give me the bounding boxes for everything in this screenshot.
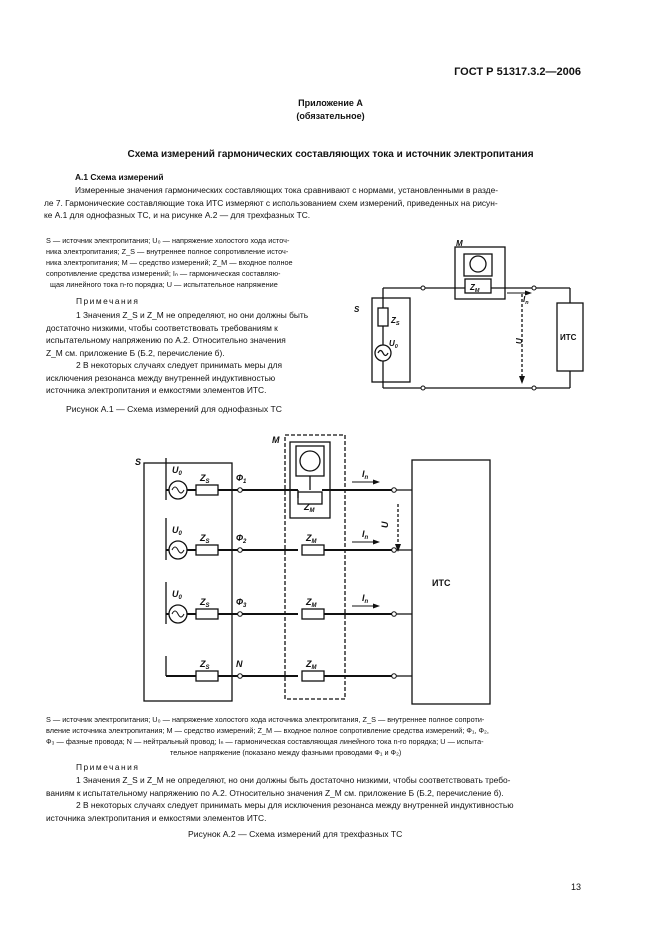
fig1-label-u: U (515, 338, 524, 344)
fig2-label-phase: N (236, 659, 243, 669)
appendix-heading: Схема измерений гармонических составляющ… (127, 149, 534, 160)
fig2-label-in: In (362, 469, 369, 481)
fig1-legend: S — источник электропитания; U₀ — напряж… (46, 236, 293, 289)
fig2-terminal (237, 673, 243, 679)
fig2-terminal (391, 673, 397, 679)
fig2-notes: 1 Значения Z_S и Z_M не определяют, но о… (46, 775, 514, 823)
fig2-label-phase: Ф3 (236, 597, 247, 609)
fig2-label-u0: U0 (172, 525, 183, 537)
fig2-caption: Рисунок А.2 — Схема измерений для трехфа… (188, 829, 403, 839)
fig2-zs-resistor (195, 484, 219, 496)
fig1-label-u0: U0 (389, 339, 398, 350)
fig1-notes: 1 Значения Z_S и Z_M не определяют, но о… (46, 310, 309, 395)
fig2-terminal (391, 547, 397, 553)
intro-paragraph: Измеренные значения гармонических состав… (44, 185, 499, 220)
fig2-terminal (237, 547, 243, 553)
fig2-terminal (391, 611, 397, 617)
fig1-meter-box (454, 246, 506, 300)
fig1-label-in: In (523, 295, 529, 306)
fig2-label-zs: ZS (199, 597, 210, 609)
fig2-meter-box (284, 434, 346, 700)
fig2-label-in: In (362, 593, 369, 605)
fig2-label-m: M (272, 435, 280, 445)
fig2-label-u: U (380, 521, 390, 528)
section-heading: А.1 Схема измерений (75, 172, 164, 182)
fig2-label-s: S (135, 457, 141, 467)
fig2-label-in: In (362, 529, 369, 541)
fig1-zs-resistor (377, 307, 389, 327)
fig2-terminal (237, 487, 243, 493)
fig1-label-zs: ZS (390, 316, 400, 327)
fig1-label-m: M (456, 239, 463, 248)
fig2-label-zm: ZM (305, 597, 318, 609)
fig2-label-u0: U0 (172, 589, 183, 601)
document-header: ГОСТ Р 51317.3.2—2006 (454, 66, 581, 78)
fig2-zs-resistor (195, 544, 219, 556)
page-number: 13 (570, 882, 581, 892)
fig2-zm-resistor (301, 670, 325, 682)
fig2-zs-resistor (195, 608, 219, 620)
fig2-label-zm: ZM (305, 659, 318, 671)
fig2-label-zs: ZS (199, 533, 210, 545)
fig2-terminal (391, 487, 397, 493)
fig2-terminal (237, 611, 243, 617)
fig2-legend: S — источник электропитания; U₀ — напряж… (46, 715, 489, 757)
fig2-label-phase: Ф2 (236, 533, 247, 545)
fig2-zm-resistor (301, 608, 325, 620)
fig2-zs-resistor (195, 670, 219, 682)
fig1-notes-title: Примечания (76, 296, 140, 306)
fig2-label-zs: ZS (199, 473, 210, 485)
fig1-label-zm: ZM (469, 283, 480, 294)
fig2-meter-frame (289, 441, 331, 519)
fig1-zm-resistor (464, 278, 492, 294)
fig1-source-box (371, 297, 411, 383)
appendix-title: Приложение А (298, 98, 363, 108)
appendix-subtitle: (обязательное) (296, 111, 365, 121)
fig2-zm-resistor (301, 544, 325, 556)
fig2-label-zs: ZS (199, 659, 210, 671)
fig2-eut-box (411, 459, 491, 705)
fig2-source-box (143, 462, 233, 702)
fig2-label-u0: U0 (172, 465, 183, 477)
fig2-label-zm: ZM (305, 533, 318, 545)
fig2-label-eut: ИТС (432, 578, 451, 588)
fig1-caption: Рисунок А.1 — Схема измерений для однофа… (66, 404, 283, 414)
fig1-label-s: S (354, 305, 360, 314)
fig2-label-phase: Ф1 (236, 473, 247, 485)
fig1-label-eut: ИТС (560, 333, 577, 342)
fig1-meter-display (463, 253, 493, 277)
fig1-diagram: S M ZS U0 ZM In U ИТС (354, 239, 584, 391)
fig2-label-zm: ZM (303, 502, 316, 514)
fig2-notes-title: Примечания (76, 762, 140, 772)
